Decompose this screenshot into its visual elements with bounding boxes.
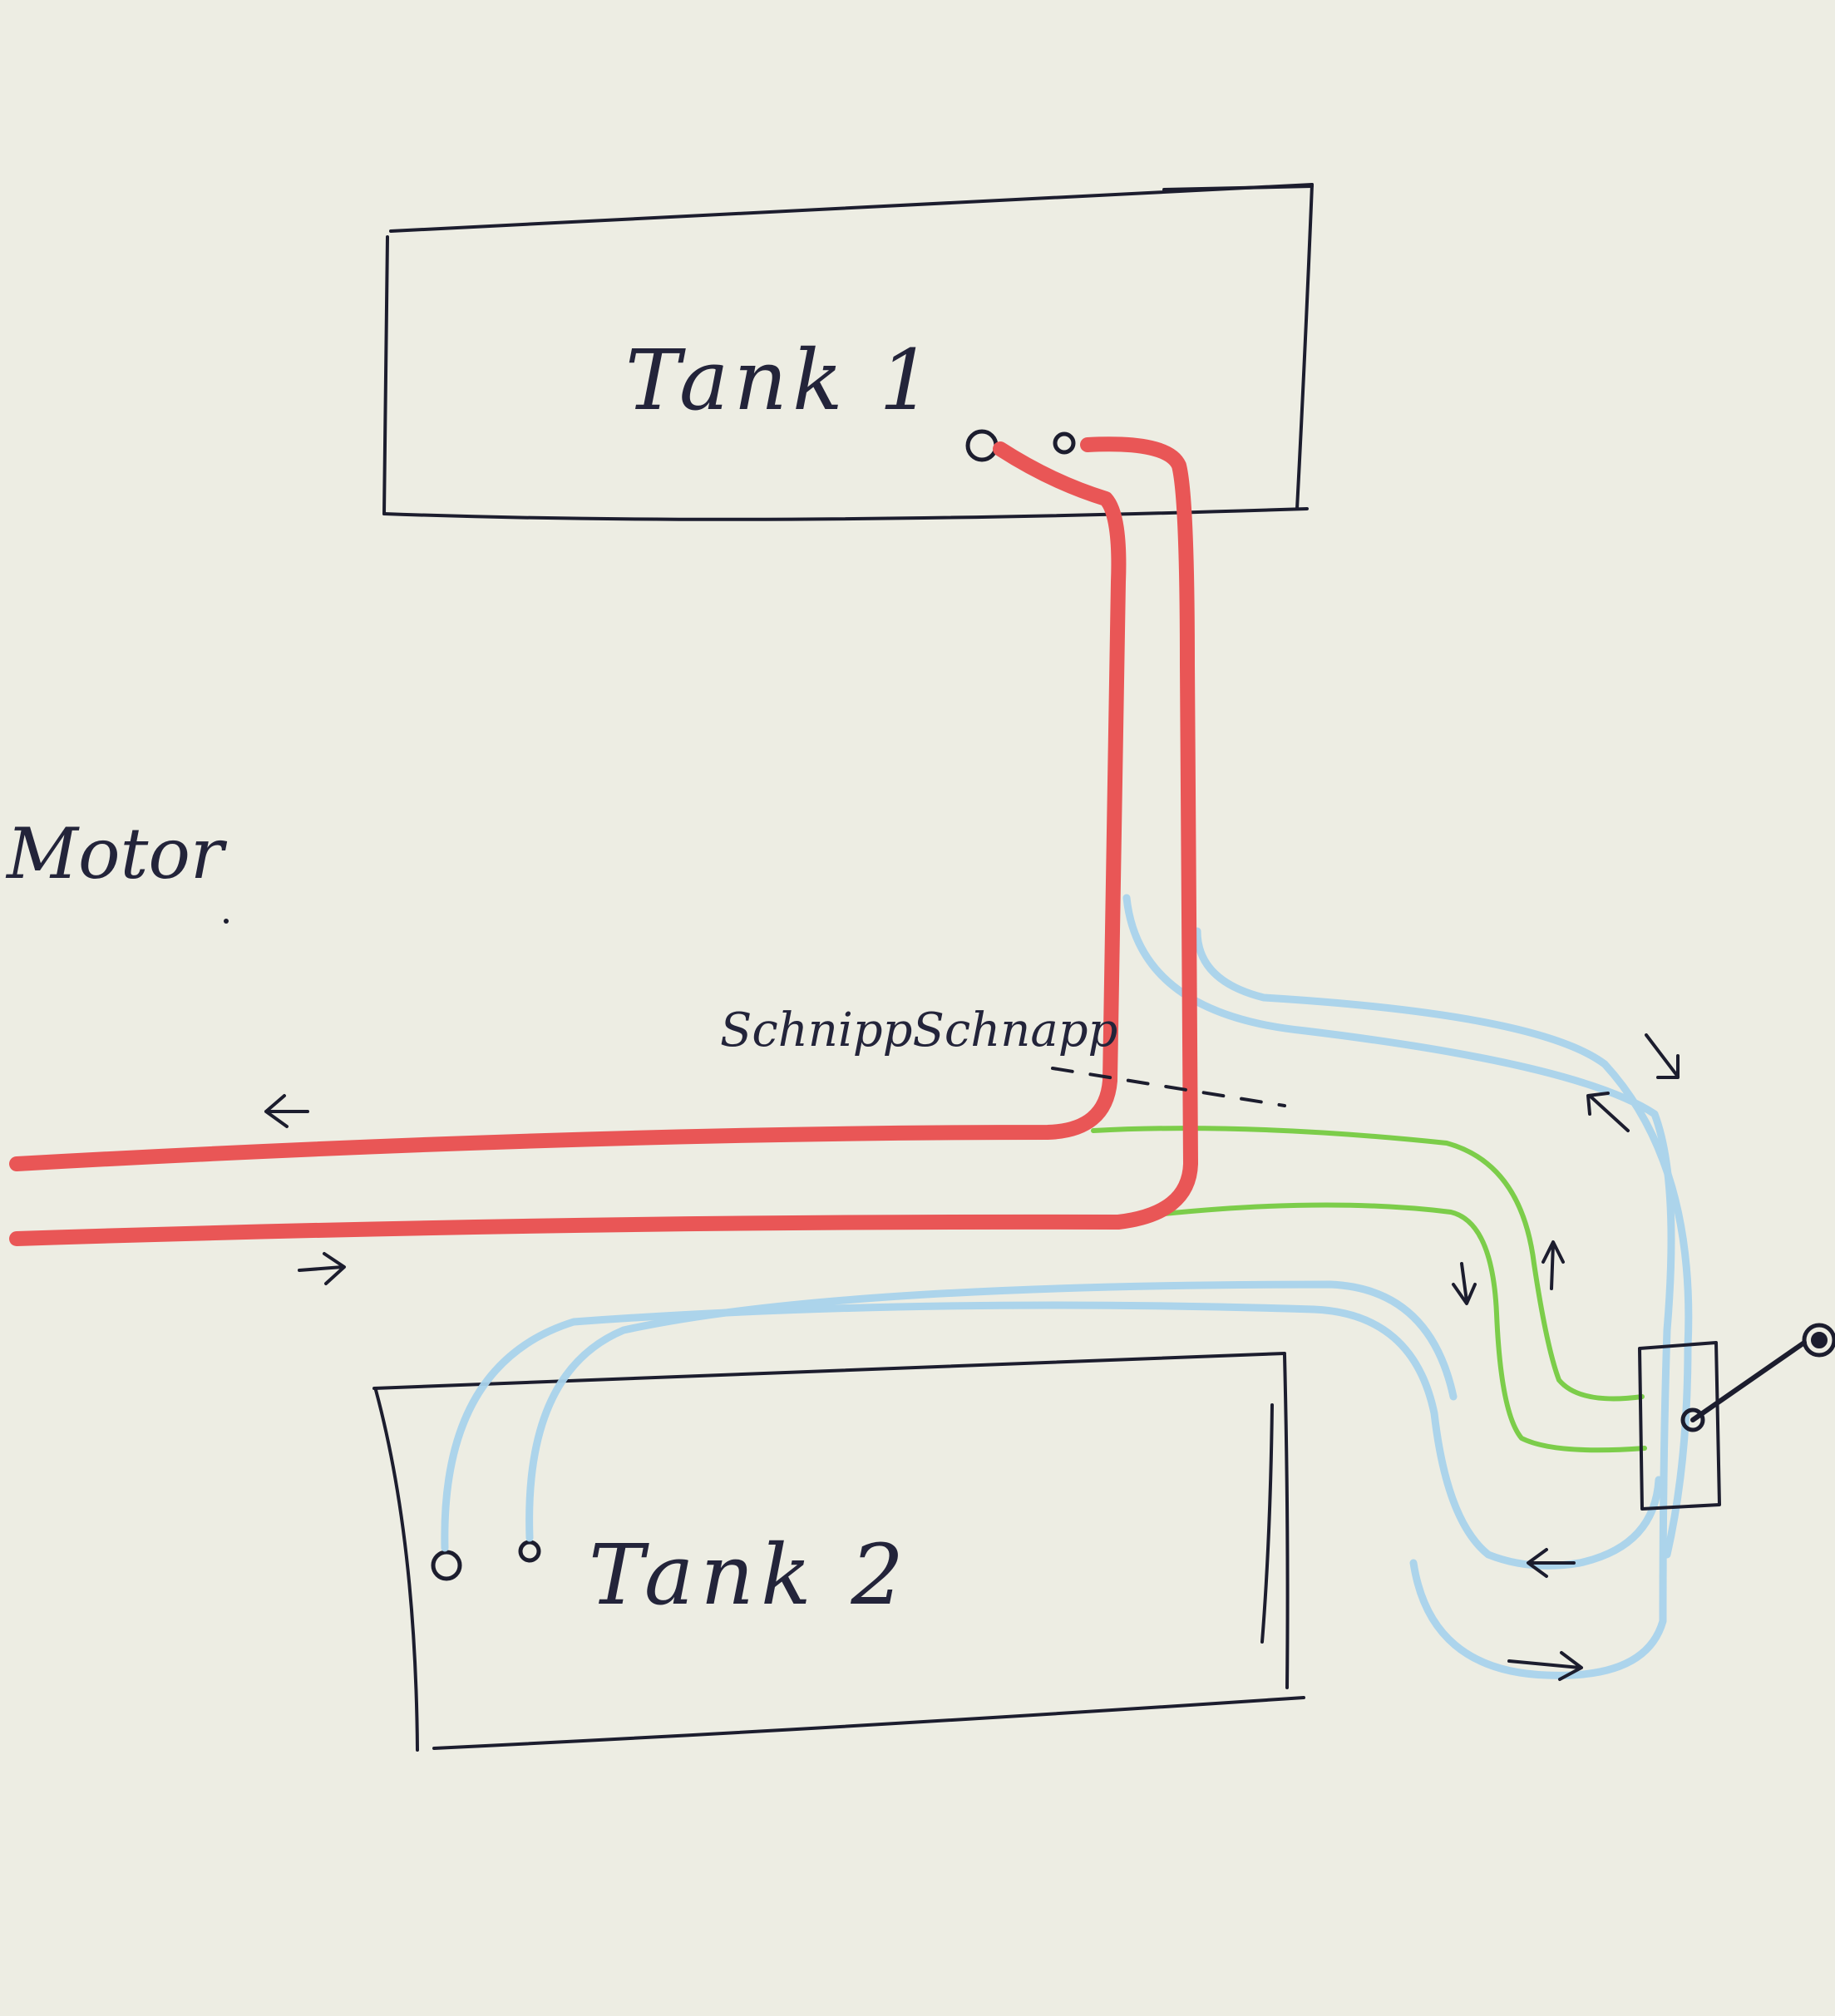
clip-pointer-dash — [1051, 1067, 1286, 1107]
lever-knob-inner — [1811, 1332, 1828, 1348]
clip-label: SchnippSchnapp — [720, 1003, 1118, 1057]
arrow-icon — [1452, 1262, 1477, 1305]
switch-lines — [1091, 1126, 1647, 1453]
return-lines — [441, 894, 1693, 1679]
tank-2-outline — [372, 1352, 1305, 1752]
tank-1-label: Tank 1 — [625, 332, 937, 429]
arrow-icon — [264, 1094, 309, 1128]
arrow-icon — [1645, 1033, 1680, 1079]
valve-body — [1638, 1341, 1721, 1511]
motor-label: Motor — [7, 813, 224, 895]
lever-knob-outer — [1802, 1323, 1835, 1358]
port-icon — [431, 1550, 462, 1581]
switching-valve — [1638, 1323, 1835, 1511]
arrow-icon — [1586, 1092, 1630, 1132]
arrow-icon — [1541, 1240, 1565, 1290]
lever-icon — [1690, 1340, 1807, 1422]
port-icon — [518, 1540, 541, 1563]
tank-1-outline — [382, 183, 1314, 521]
port-icon — [1053, 431, 1076, 455]
arrow-icon — [298, 1252, 346, 1285]
tank-2-ports — [431, 1540, 541, 1581]
port-icon — [965, 429, 999, 462]
fuel-lines — [9, 436, 1198, 1246]
valve-pivot — [1680, 1407, 1705, 1432]
flow-arrows — [264, 1033, 1680, 1681]
ink-dot — [224, 919, 229, 924]
arrow-icon — [1527, 1548, 1576, 1578]
tank-2-label: Tank 2 — [589, 1526, 910, 1624]
arrow-icon — [1507, 1651, 1583, 1681]
